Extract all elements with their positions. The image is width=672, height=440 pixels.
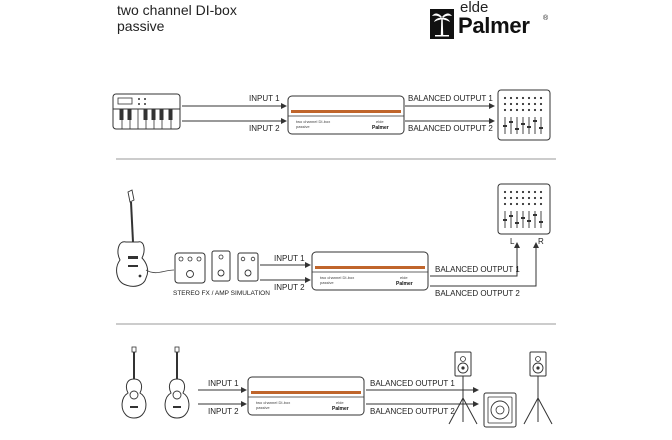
scenario-acoustic-guitars: INPUT 1 INPUT 2 two channel DI-box passi… <box>121 346 553 428</box>
device-logo-eyebrow: elde <box>336 400 344 405</box>
output-2-label: BALANCED OUTPUT 2 <box>435 289 520 298</box>
keyboard-icon <box>112 93 181 130</box>
registered-mark: ® <box>543 15 549 22</box>
device-logo-text: Palmer <box>332 406 349 412</box>
guitar-cable <box>145 269 175 274</box>
scenario-keyboard: INPUT 1 INPUT 2 two channel DI-box passi… <box>112 89 551 141</box>
left-channel-label: L <box>510 237 515 246</box>
acoustic-guitar-icon <box>121 346 147 419</box>
input-2-label: INPUT 2 <box>249 124 280 133</box>
input-2-label: INPUT 2 <box>274 283 305 292</box>
device-label-line1: two channel DI-box <box>256 400 290 405</box>
acoustic-guitar-icon <box>164 346 190 419</box>
device-logo-eyebrow: elde <box>376 119 384 124</box>
output-2-label: BALANCED OUTPUT 2 <box>370 407 455 416</box>
output-2-label: BALANCED OUTPUT 2 <box>408 124 493 133</box>
brand-logo-text: Palmer <box>458 13 530 38</box>
device-logo-eyebrow: elde <box>400 275 408 280</box>
device-logo-text: Palmer <box>372 125 389 131</box>
product-subtitle: passive <box>117 18 165 34</box>
wedge-monitor-icon <box>483 392 517 428</box>
output-1-cable <box>430 242 520 277</box>
scenario-electric-guitar: STEREO FX / AMP SIMULATION INPUT 1 INPUT… <box>116 183 551 298</box>
output-1-label: BALANCED OUTPUT 1 <box>408 94 493 103</box>
di-box-device: two channel DI-box passive elde Palmer <box>311 251 429 291</box>
brand-eyebrow: elde <box>460 0 489 16</box>
device-label-line2: passive <box>256 405 270 410</box>
device-label-line2: passive <box>296 124 310 129</box>
device-label-line2: passive <box>320 280 334 285</box>
input-1-label: INPUT 1 <box>274 254 305 263</box>
fx-caption: STEREO FX / AMP SIMULATION <box>173 290 270 297</box>
input-1-label: INPUT 1 <box>249 94 280 103</box>
speaker-on-stand-icon <box>523 351 553 425</box>
mixer-icon <box>497 183 551 235</box>
output-1-label: BALANCED OUTPUT 1 <box>370 379 455 388</box>
palm-tree-icon <box>430 9 454 39</box>
effects-pedal-icon <box>174 250 259 284</box>
electric-guitar-icon <box>116 189 149 287</box>
di-box-device: two channel DI-box passive elde Palmer <box>287 95 405 135</box>
mixer-icon <box>497 89 551 141</box>
product-title: two channel DI-box <box>117 2 237 18</box>
device-label-line1: two channel DI-box <box>320 275 354 280</box>
di-box-device: two channel DI-box passive elde Palmer <box>247 376 365 416</box>
right-channel-label: R <box>538 237 544 246</box>
device-logo-text: Palmer <box>396 281 413 287</box>
output-2-cable <box>430 242 539 287</box>
input-1-label: INPUT 1 <box>208 379 239 388</box>
input-2-label: INPUT 2 <box>208 407 239 416</box>
device-label-line1: two channel DI-box <box>296 119 330 124</box>
output-1-label: BALANCED OUTPUT 1 <box>435 265 520 274</box>
